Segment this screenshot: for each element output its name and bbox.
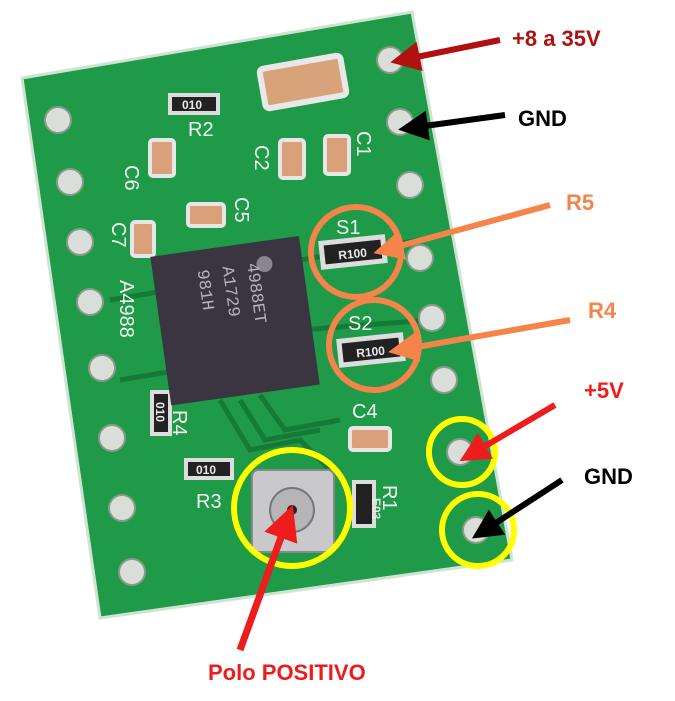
pot-arrow <box>236 504 298 652</box>
capacitor-large <box>256 52 350 112</box>
potentiometer <box>251 469 335 553</box>
svg-text:010: 010 <box>153 402 167 422</box>
vdd-label: +5V <box>584 378 624 403</box>
svg-text:S2: S2 <box>348 313 372 335</box>
r5-label: R5 <box>566 190 595 215</box>
gnd-motor-arrow <box>398 110 506 141</box>
gnd-motor-label: GND <box>518 106 567 131</box>
resistors: 010 R100 R100 010 E03 010 <box>150 93 406 528</box>
gnd-logic-highlight-circle <box>439 491 517 569</box>
svg-text:C2: C2 <box>250 145 272 171</box>
svg-text:C6: C6 <box>120 165 142 191</box>
svg-text:C5: C5 <box>230 197 252 223</box>
svg-text:A4988: A4988 <box>115 280 137 338</box>
pot-label: Polo POSITIVO <box>208 660 366 685</box>
svg-text:R4: R4 <box>168 410 190 436</box>
svg-text:C1: C1 <box>352 131 374 157</box>
vdd-highlight-circle <box>426 416 498 488</box>
a4988-chip: 4988ET A1729 981H <box>150 235 320 406</box>
svg-text:C4: C4 <box>352 401 378 423</box>
r4-label: R4 <box>588 298 617 323</box>
svg-text:E03: E03 <box>369 498 383 520</box>
r5-arrow <box>373 202 551 260</box>
svg-text:R2: R2 <box>188 119 214 141</box>
svg-text:010: 010 <box>182 98 202 112</box>
svg-text:S1: S1 <box>336 217 360 239</box>
svg-text:R3: R3 <box>196 491 222 513</box>
pot-highlight-circle <box>231 447 353 569</box>
svg-text:R100: R100 <box>356 344 386 361</box>
r4-arrow <box>388 317 571 362</box>
svg-text:C7: C7 <box>107 222 129 248</box>
silkscreen-labels: R2 C6 C7 C5 C2 C1 S1 S2 A4988 R4 C4 R3 R… <box>107 119 400 513</box>
vmot-arrow <box>390 37 501 72</box>
gnd-logic-arrow <box>471 477 564 539</box>
gnd-logic-label: GND <box>584 464 633 489</box>
svg-text:R1: R1 <box>378 485 400 511</box>
vmot-label: +8 a 35V <box>512 26 601 51</box>
ceramic-capacitors <box>130 134 392 452</box>
left-pin-header <box>44 106 146 586</box>
vdd-arrow <box>459 402 557 462</box>
svg-text:010: 010 <box>196 463 216 477</box>
svg-text:R100: R100 <box>338 246 368 263</box>
